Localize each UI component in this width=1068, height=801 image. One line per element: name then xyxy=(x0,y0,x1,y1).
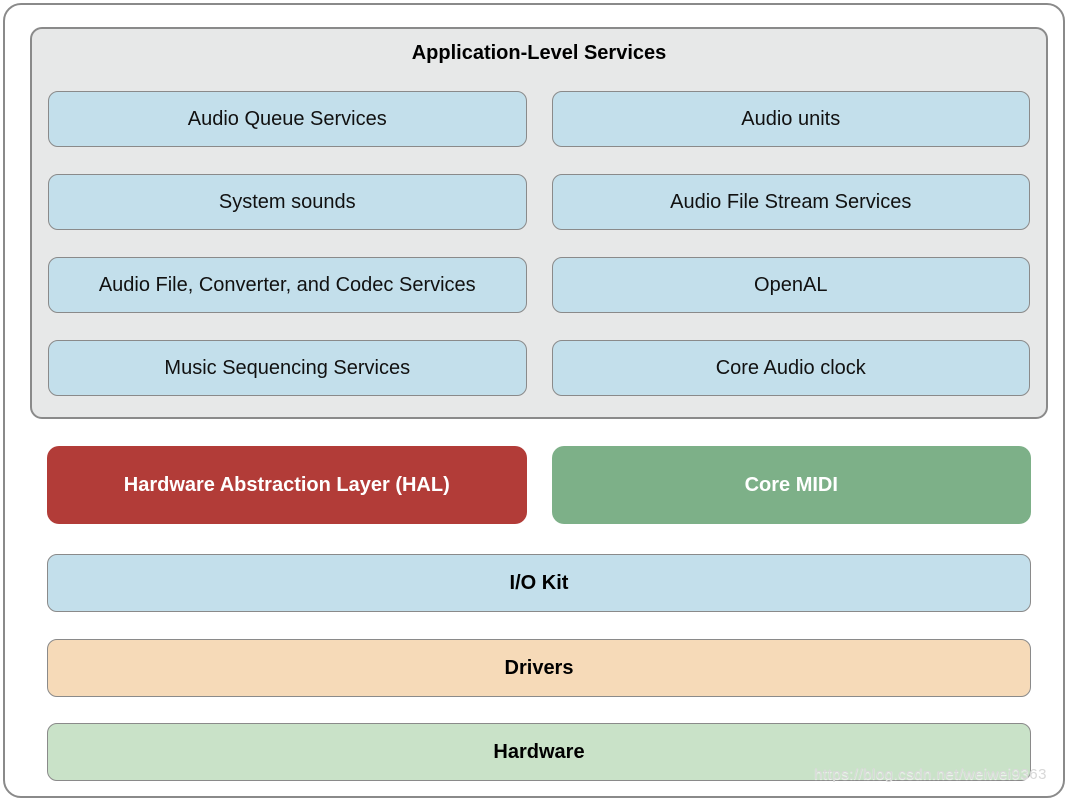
service-box-core-audio-clock: Core Audio clock xyxy=(551,340,1030,396)
services-grid: Audio Queue Services Audio units System … xyxy=(48,91,1030,396)
watermark-text: https://blog.csdn.net/weiwei9363 xyxy=(814,766,1047,783)
drivers-layer-box: Drivers xyxy=(47,639,1031,697)
service-box-music-sequencing-services: Music Sequencing Services xyxy=(48,340,527,396)
service-box-system-sounds: System sounds xyxy=(48,174,527,230)
core-midi-box: Core MIDI xyxy=(551,446,1031,524)
diagram-frame: Application-Level Services Audio Queue S… xyxy=(3,3,1065,798)
service-box-audio-file-converter-codec-services: Audio File, Converter, and Codec Service… xyxy=(48,257,527,313)
io-kit-layer-box: I/O Kit xyxy=(47,554,1031,612)
service-box-audio-queue-services: Audio Queue Services xyxy=(48,91,527,147)
service-box-audio-file-stream-services: Audio File Stream Services xyxy=(551,174,1030,230)
hardware-abstraction-layer-box: Hardware Abstraction Layer (HAL) xyxy=(47,446,527,524)
group-title: Application-Level Services xyxy=(411,42,667,64)
service-box-audio-units: Audio units xyxy=(551,91,1030,147)
hal-midi-row: Hardware Abstraction Layer (HAL) Core MI… xyxy=(47,446,1031,524)
service-box-openal: OpenAL xyxy=(551,257,1030,313)
hardware-layer-box: Hardware xyxy=(47,723,1031,781)
application-level-services-group: Application-Level Services Audio Queue S… xyxy=(30,27,1048,419)
